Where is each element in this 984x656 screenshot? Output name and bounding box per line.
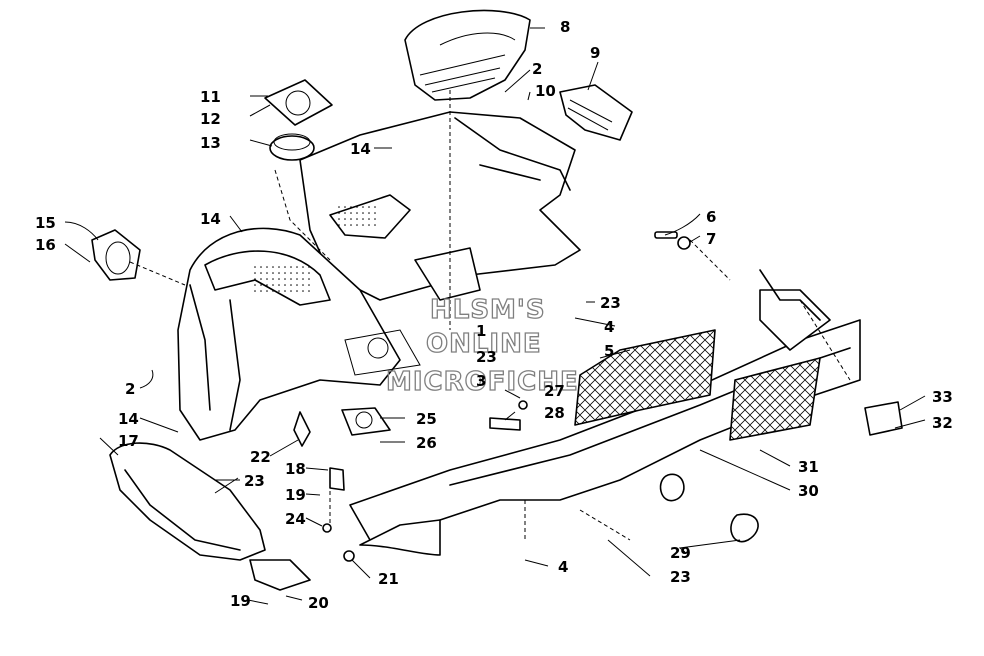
callout-label: 19 bbox=[230, 592, 251, 610]
watermark-line1: HLSM'S bbox=[430, 295, 546, 325]
front-fender-drawing bbox=[177, 227, 421, 441]
chassis-floorboard-drawing bbox=[349, 269, 861, 556]
callout-label: 17 bbox=[118, 432, 139, 450]
callout-label: 9 bbox=[590, 44, 600, 62]
callout-label: 28 bbox=[544, 404, 565, 422]
callout-label: 19 bbox=[285, 486, 306, 504]
front-bumper-drawing bbox=[109, 442, 311, 591]
callout-label: 20 bbox=[308, 594, 329, 612]
callout-label: 23 bbox=[670, 568, 691, 586]
callout-label: 21 bbox=[378, 570, 399, 588]
callout-label: 5 bbox=[604, 342, 614, 360]
callout-label: 6 bbox=[706, 208, 716, 226]
hardware-drawing bbox=[293, 231, 903, 562]
watermark-line2: ONLINE bbox=[426, 329, 542, 359]
callout-label: 15 bbox=[35, 214, 56, 232]
callout-label: 14 bbox=[118, 410, 139, 428]
callout-label: 7 bbox=[706, 230, 716, 248]
callout-label: 13 bbox=[200, 134, 221, 152]
callout-label: 32 bbox=[932, 414, 953, 432]
callout-label: 1 bbox=[476, 322, 486, 340]
callout-label: 10 bbox=[535, 82, 556, 100]
callout-label: 29 bbox=[670, 544, 691, 562]
callout-label: 22 bbox=[250, 448, 271, 466]
callout-label: 3 bbox=[476, 372, 486, 390]
leader-lines bbox=[64, 27, 926, 605]
callout-label: 26 bbox=[416, 434, 437, 452]
callout-label: 14 bbox=[350, 140, 371, 158]
callout-label: 30 bbox=[798, 482, 819, 500]
callout-label: 18 bbox=[285, 460, 306, 478]
watermark: HLSM'S ONLINE MICROFICHE bbox=[385, 294, 579, 397]
callout-label: 33 bbox=[932, 388, 953, 406]
callout-label: 8 bbox=[560, 18, 570, 36]
callout-label: 27 bbox=[544, 382, 565, 400]
callout-label: 16 bbox=[35, 236, 56, 254]
callout-labels: 8 9 2 10 11 12 13 14 14 15 16 6 7 23 4 5… bbox=[35, 18, 953, 612]
callout-label: 12 bbox=[200, 110, 221, 128]
headlight-housing-drawing bbox=[91, 229, 141, 281]
footrest-plate-drawing bbox=[574, 329, 821, 441]
callout-label: 23 bbox=[244, 472, 265, 490]
upper-body-drawing bbox=[299, 111, 581, 301]
callout-label: 4 bbox=[604, 318, 614, 336]
callout-label: 31 bbox=[798, 458, 819, 476]
callout-label: 2 bbox=[125, 380, 135, 398]
callout-label: 23 bbox=[600, 294, 621, 312]
callout-label: 24 bbox=[285, 510, 306, 528]
fuel-cap-parts-drawing bbox=[264, 79, 333, 161]
callout-label: 4 bbox=[558, 558, 568, 576]
callout-label: 25 bbox=[416, 410, 437, 428]
callout-label: 23 bbox=[476, 348, 497, 366]
rear-fender-panel-drawing bbox=[404, 9, 531, 101]
reflector-drawing bbox=[559, 84, 633, 141]
callout-label: 14 bbox=[200, 210, 221, 228]
watermark-line3: MICROFICHE bbox=[386, 367, 579, 397]
callout-label: 2 bbox=[532, 60, 542, 78]
callout-label: 11 bbox=[200, 88, 221, 106]
